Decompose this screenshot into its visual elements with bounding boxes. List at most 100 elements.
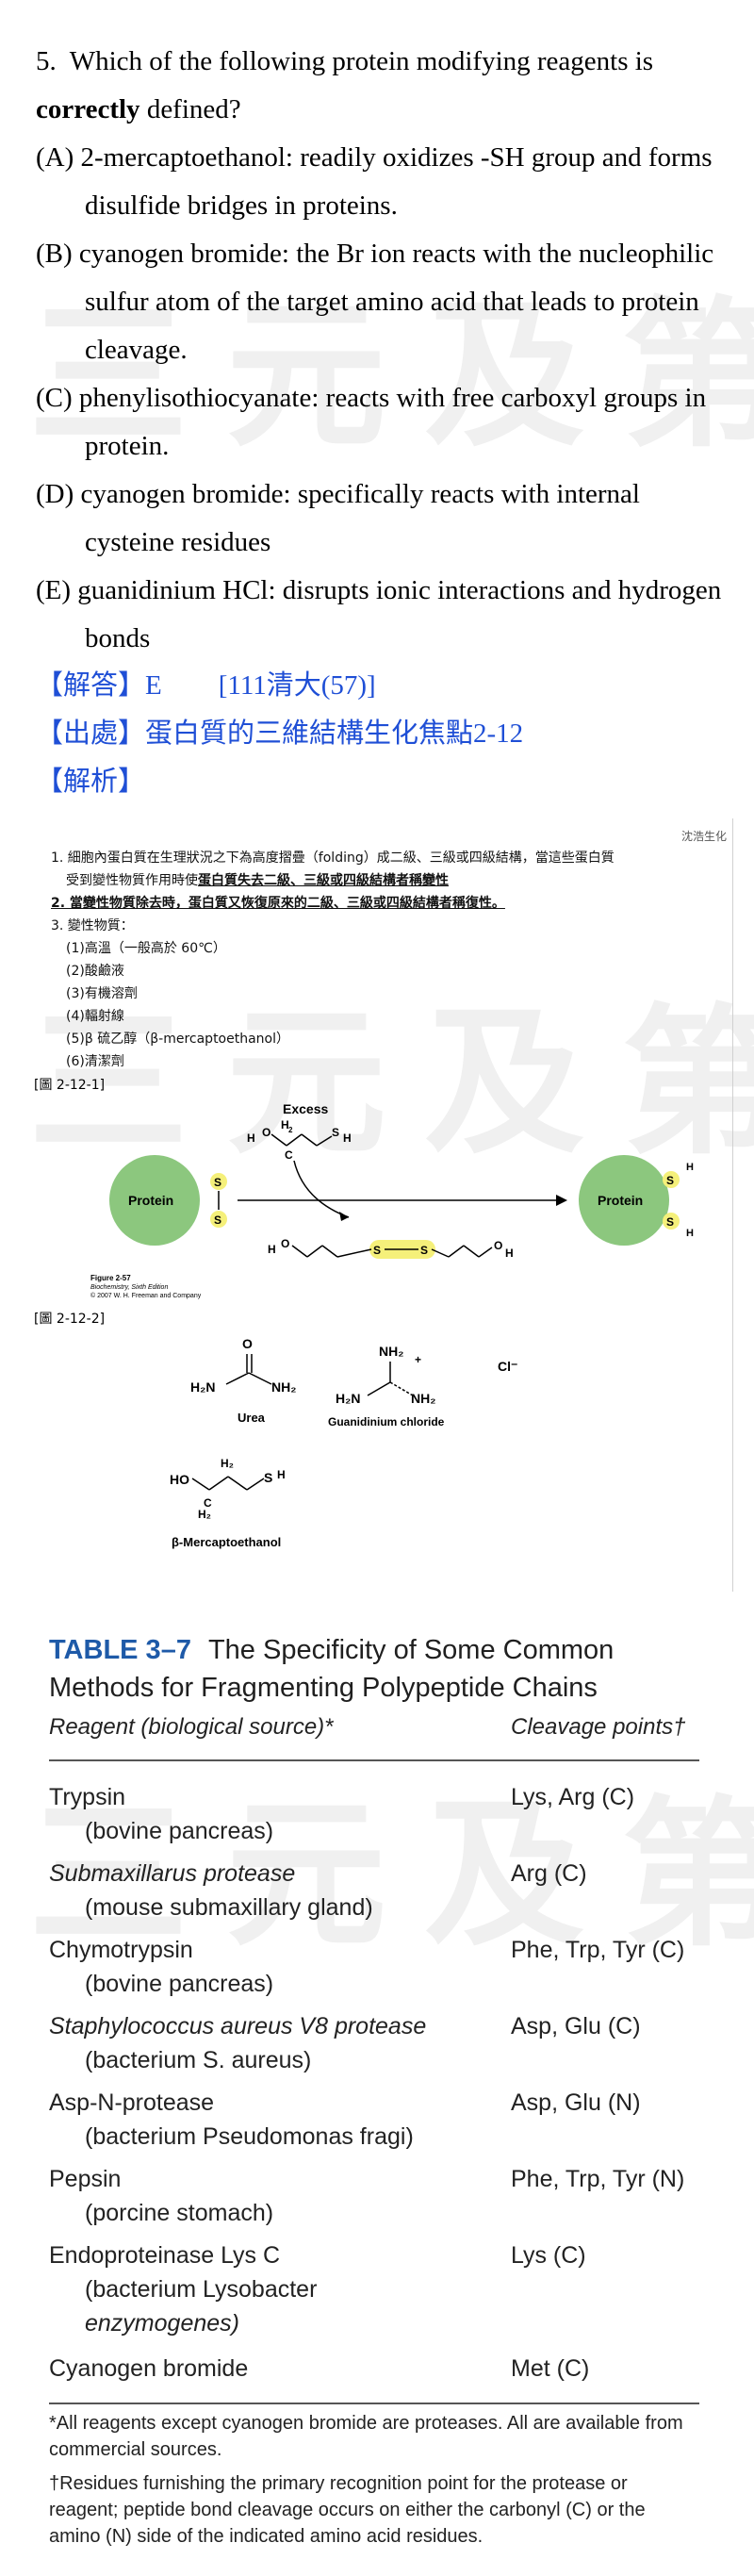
reagent-source: (mouse submaxillary gland)	[85, 1894, 373, 1921]
svg-text:O: O	[494, 1239, 502, 1252]
svg-text:H: H	[281, 1118, 289, 1131]
option-a: (A) 2-mercaptoethanol: readily oxidizes …	[36, 134, 733, 230]
svg-text:H₂N: H₂N	[190, 1379, 215, 1395]
option-label: (A)	[36, 142, 74, 173]
denaturant-item: (1)高溫（一般高於 60℃）	[66, 937, 226, 960]
cleavage-point: Met (C)	[511, 2355, 590, 2382]
note-text: 1. 細胞內蛋白質在生理狀況之下為高度摺疊（folding）成二級、三級或四級結…	[51, 850, 615, 866]
reagent-name: Staphylococcus aureus V8 protease	[49, 2013, 427, 2039]
note-text: (5)β 硫乙醇（β-mercaptoethanol）	[66, 1032, 290, 1047]
svg-text:S: S	[264, 1470, 272, 1485]
answer-line: 【解答】E[111清大(57)]	[36, 662, 376, 710]
note-text: (2)酸鹼液	[66, 964, 124, 979]
analysis-label: 【解析】	[36, 767, 146, 797]
reagent-name: Trypsin	[49, 1784, 126, 1810]
option-text: cyanogen bromide: the Br ion reacts with…	[78, 239, 714, 365]
protein-left-circle	[109, 1155, 200, 1246]
source-label: 【出處】	[36, 718, 146, 749]
table-rule	[49, 1759, 699, 1761]
table-title-line: Methods for Fragmenting Polypeptide Chai…	[49, 1673, 598, 1703]
stem-text: defined?	[139, 94, 241, 124]
svg-text:C: C	[204, 1496, 212, 1510]
table-number: TABLE 3–7	[49, 1635, 191, 1665]
question-number: 5.	[36, 46, 57, 76]
guanidinium-label: Guanidinium chloride	[328, 1415, 445, 1428]
oxidized-bme-dimer: H O S S O H	[268, 1237, 514, 1260]
note-emphasis: 2. 當變性物質除去時，蛋白質又恢復原來的二級、三級或四級結構者稱復性。	[51, 896, 505, 911]
scan-corner-label: 沈浩生化	[680, 830, 727, 843]
note-line-1b: 受到變性物質作用時使蛋白質失去二級、三級或四級結構者稱變性	[66, 869, 449, 892]
option-label: (C)	[36, 383, 73, 413]
reagent-name: Submaxillarus protease	[49, 1860, 296, 1887]
reagent-source: (bovine pancreas)	[85, 1971, 274, 1997]
svg-text:S: S	[373, 1244, 381, 1257]
table-header: Reagent (biological source)* Cleavage po…	[49, 1714, 699, 1741]
table-rule	[49, 2403, 699, 2404]
note-emphasis: 蛋白質失去二級、三級或四級結構者稱變性	[198, 873, 449, 888]
cleavage-point: Phe, Trp, Tyr (N)	[511, 2166, 685, 2192]
analysis-line: 【解析】	[36, 758, 145, 806]
svg-text:NH₂: NH₂	[411, 1391, 435, 1406]
fig-caption: Figure 2-57	[90, 1274, 131, 1282]
option-text: cyanogen bromide: specifically reacts wi…	[80, 479, 640, 557]
col-header-cleavage: Cleavage points†	[511, 1714, 686, 1740]
svg-text:S: S	[666, 1215, 674, 1229]
svg-text:S: S	[214, 1176, 221, 1189]
cleavage-point: Asp, Glu (C)	[511, 2013, 641, 2039]
watermark: 三元及第	[28, 990, 754, 1177]
col-header-reagent: Reagent (biological source)*	[49, 1714, 334, 1740]
svg-text:HO: HO	[170, 1472, 189, 1487]
svg-text:NH₂: NH₂	[379, 1344, 403, 1359]
cleavage-point: Lys, Arg (C)	[511, 1784, 635, 1810]
reagent-source: (bacterium Pseudomonas fragi)	[85, 2123, 414, 2150]
option-label: (B)	[36, 239, 73, 269]
svg-text:H₂: H₂	[221, 1457, 234, 1470]
note-text: 3. 變性物質：	[51, 918, 134, 933]
watermark: 三元及第	[28, 1782, 754, 1969]
protein-left-label: Protein	[128, 1193, 173, 1208]
stem-text: Which of the following protein modifying…	[69, 46, 654, 76]
protein-right-label: Protein	[598, 1193, 643, 1208]
option-text: guanidinium HCl: disrupts ionic interact…	[77, 575, 722, 653]
note-text: 受到變性物質作用時使	[66, 873, 198, 888]
cleavage-point: Phe, Trp, Tyr (C)	[511, 1937, 685, 1963]
note-text: (3)有機溶劑	[66, 986, 138, 1001]
source-line: 【出處】蛋白質的三維結構生化焦點2-12	[36, 710, 523, 758]
reagent-source: (bacterium Lysobacter	[85, 2276, 318, 2303]
svg-text:H: H	[277, 1468, 286, 1481]
note-line-3: 3. 變性物質：	[51, 915, 134, 937]
answer-label: 【解答】	[36, 670, 146, 701]
svg-text:O: O	[281, 1237, 289, 1250]
table-footnote-2: †Residues furnishing the primary recogni…	[49, 2473, 646, 2547]
answer-value: E	[145, 670, 162, 701]
svg-text:+: +	[415, 1353, 421, 1366]
reagent-source: (bovine pancreas)	[85, 1818, 274, 1844]
note-line-1: 1. 細胞內蛋白質在生理狀況之下為高度摺疊（folding）成二級、三級或四級結…	[51, 847, 615, 869]
svg-text:O: O	[262, 1126, 270, 1139]
reagent-source: (bacterium S. aureus)	[85, 2047, 312, 2073]
note-text: (4)輻射線	[66, 1009, 124, 1024]
note-line-2: 2. 當變性物質除去時，蛋白質又恢復原來的二級、三級或四級結構者稱復性。	[51, 892, 505, 915]
option-d: (D) cyanogen bromide: specifically react…	[36, 471, 733, 567]
source-value: 蛋白質的三維結構生化焦點2-12	[145, 718, 524, 749]
cleavage-point: Asp, Glu (N)	[511, 2089, 641, 2116]
table-title-line: The Specificity of Some Common	[207, 1635, 615, 1665]
reagent-name: Cyanogen bromide	[49, 2355, 249, 2382]
svg-text:H: H	[686, 1162, 694, 1173]
urea-label: Urea	[238, 1411, 266, 1425]
cleavage-point: Lys (C)	[511, 2242, 586, 2269]
watermark: 三元及第	[28, 283, 754, 470]
option-text: 2-mercaptoethanol: readily oxidizes -SH …	[80, 142, 713, 221]
note-text: (6)清潔劑	[66, 1054, 124, 1069]
reagent-name: Asp-N-protease	[49, 2089, 215, 2116]
option-b: (B) cyanogen bromide: the Br ion reacts …	[36, 230, 733, 374]
question-stem: 5. Which of the following protein modifyi…	[36, 38, 733, 134]
protein-right-circle	[579, 1155, 669, 1246]
svg-text:H: H	[343, 1131, 352, 1145]
fig-caption: © 2007 W. H. Freeman and Company	[90, 1292, 202, 1299]
reagent-source: (porcine stomach)	[85, 2200, 274, 2226]
svg-text:2: 2	[288, 1126, 293, 1134]
option-e: (E) guanidinium HCl: disrupts ionic inte…	[36, 567, 733, 663]
